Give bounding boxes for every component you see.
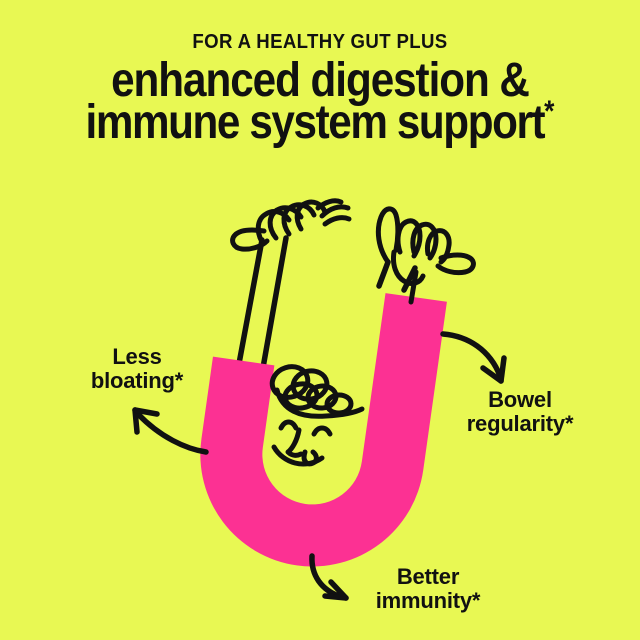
curly-hair [269, 364, 365, 419]
callout-bowel-regularity: Bowel regularity* [466, 387, 574, 436]
curved-arrow-down-right-bottom [309, 553, 349, 601]
nose [285, 427, 304, 458]
headline-line-1: enhanced digestion & [111, 54, 530, 107]
footnote-asterisk: * [544, 95, 555, 128]
tongue [301, 449, 319, 467]
right-arm [376, 259, 418, 293]
curved-arrow-up-left [132, 407, 209, 455]
letter-u-body [200, 293, 447, 567]
eyebrow-text: FOR A HEALTHY GUT PLUS [192, 31, 448, 53]
left-eye [278, 419, 299, 431]
headline-line-2-text: immune system support [85, 96, 546, 149]
page-title: enhanced digestion & immune system suppo… [0, 54, 640, 147]
face [271, 419, 333, 467]
left-fist-hand [230, 198, 352, 252]
curved-arrow-down-right [440, 331, 507, 384]
right-eye [311, 425, 333, 437]
right-shaka-hand [375, 206, 476, 305]
callout-better-immunity: Better immunity* [375, 564, 481, 613]
callout-less-bloating: Less bloating* [90, 344, 184, 393]
headline-line-2: immune system support* [38, 97, 601, 147]
